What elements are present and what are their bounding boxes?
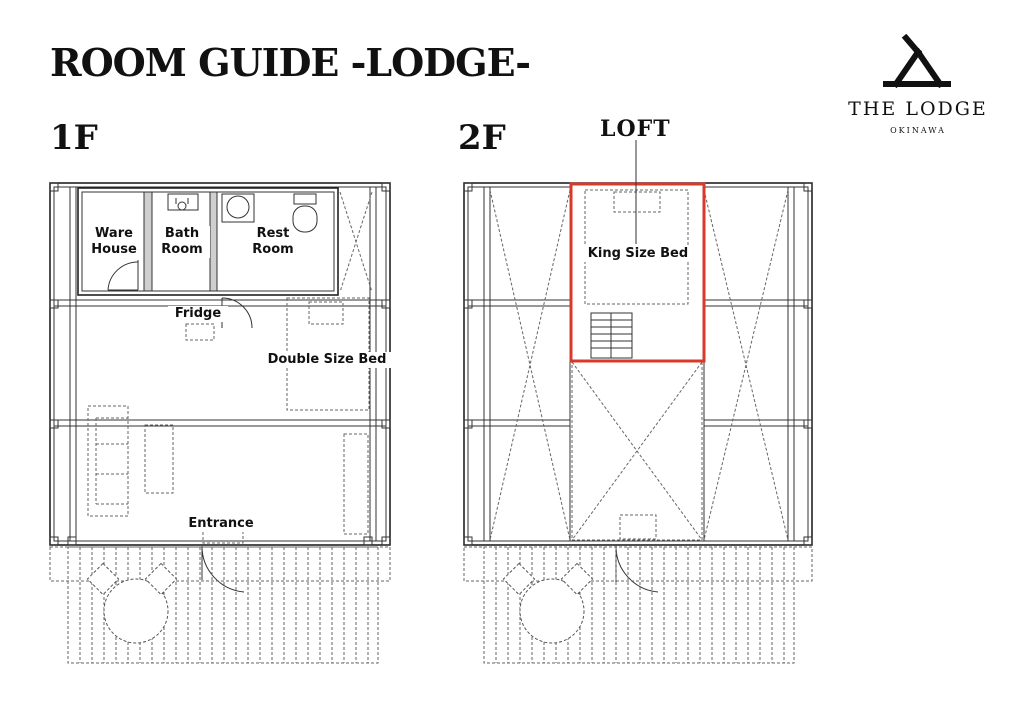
plan-2f (463, 140, 813, 664)
bathroom-label: Bath Room (154, 226, 210, 258)
floor-label-2f: 2F (458, 118, 506, 158)
king-bed-label: King Size Bed (582, 246, 694, 262)
bathroom-label-line2: Room (161, 242, 203, 257)
warehouse-label: Ware House (86, 226, 142, 258)
page-title: ROOM GUIDE -LODGE- (50, 40, 531, 85)
bathroom-label-line1: Bath (164, 226, 200, 241)
fridge-label: Fridge (168, 306, 228, 322)
deck-1f (49, 546, 391, 664)
brand-logo: THE LODGE OKINAWA (842, 33, 994, 144)
deck-2f (463, 546, 813, 664)
tent-a-frame-icon (883, 33, 951, 89)
warehouse-label-line1: Ware (95, 226, 133, 241)
loft-label: LOFT (600, 116, 671, 142)
restroom-label: Rest Room (244, 226, 302, 258)
double-bed-label: Double Size Bed (262, 352, 392, 368)
entrance-label: Entrance (182, 516, 260, 532)
restroom-label-line1: Rest (256, 226, 290, 241)
logo-subtitle: OKINAWA (890, 126, 946, 135)
loft-highlight (569, 182, 706, 363)
warehouse-label-line2: House (91, 242, 137, 257)
plan-1f (49, 182, 391, 664)
logo-name: THE LODGE (848, 98, 988, 120)
restroom-label-line2: Room (252, 242, 294, 257)
floor-label-1f: 1F (50, 118, 98, 158)
